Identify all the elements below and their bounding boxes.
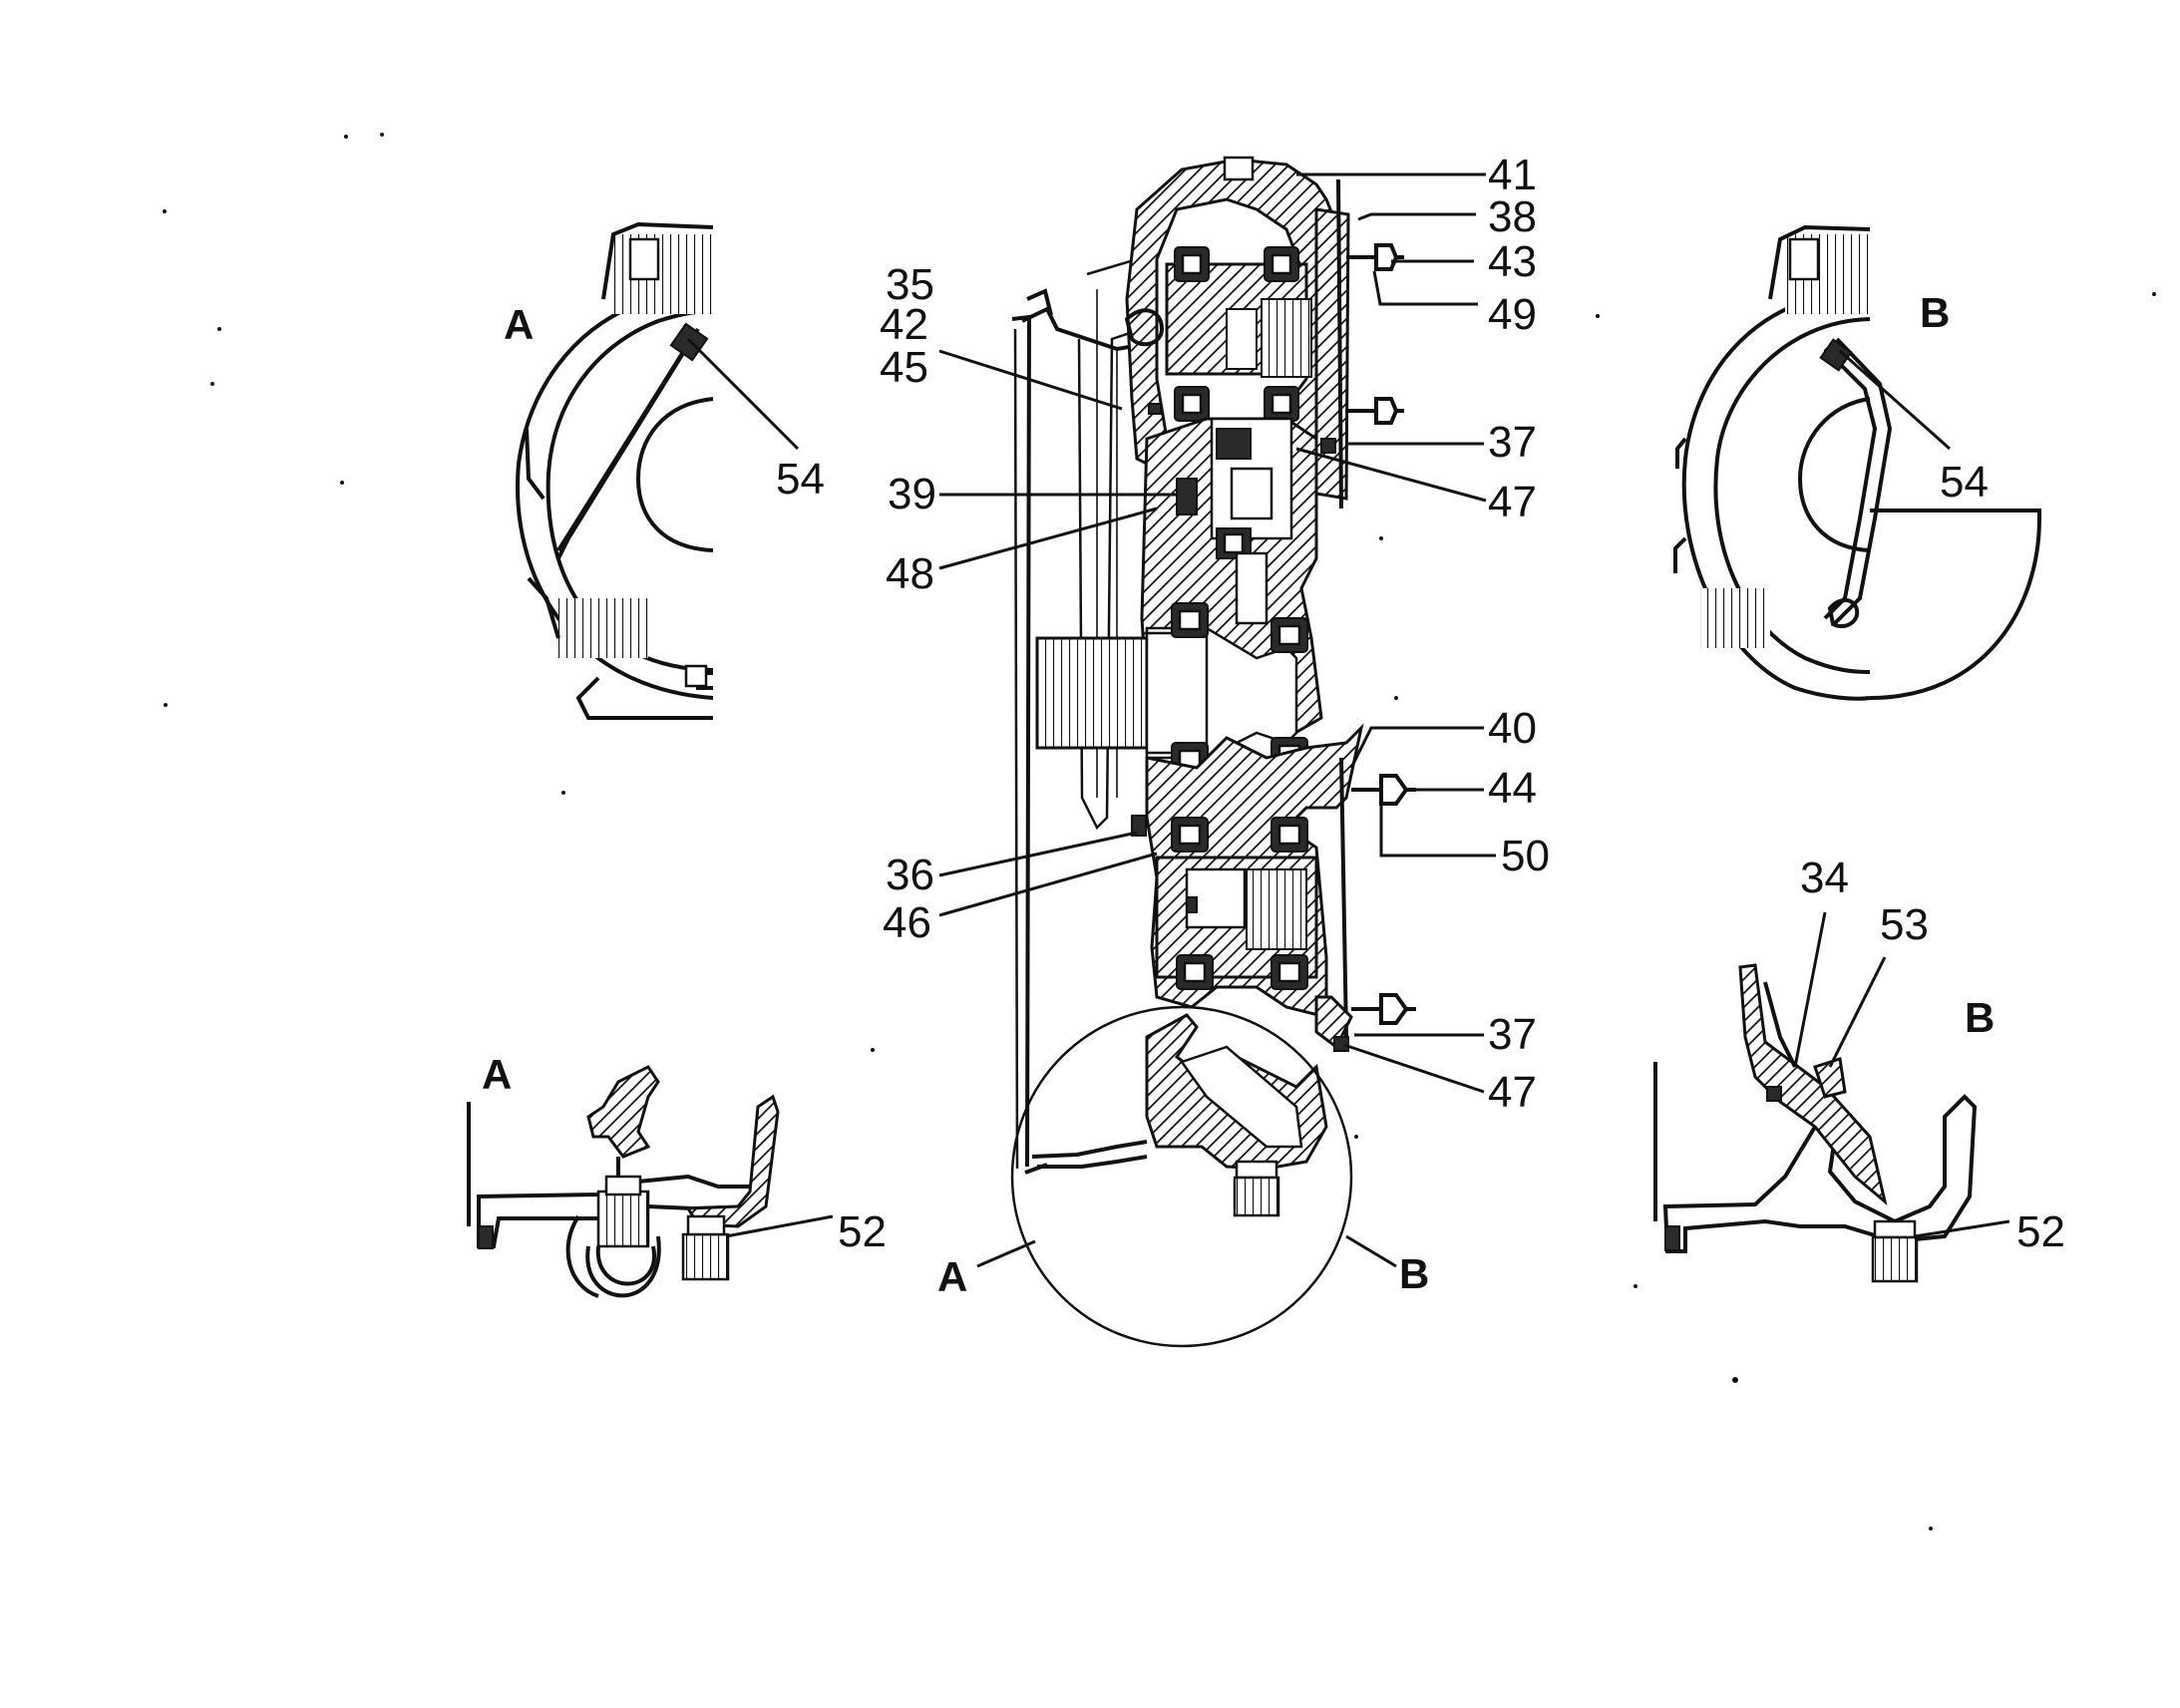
view-a-bottom [467, 1065, 780, 1298]
main-cross-section [1011, 156, 1416, 1217]
label-35: 35 [886, 260, 934, 309]
view-letter-b-top: B [1920, 289, 1950, 336]
view-letters: A B A B A B [482, 289, 1995, 1300]
leader-lines [686, 172, 2010, 1268]
label-41: 41 [1488, 151, 1537, 199]
detail-circle [1010, 1005, 1353, 1348]
label-37-upper: 37 [1488, 418, 1537, 467]
label-46: 46 [883, 898, 931, 947]
view-letter-b-bottom: B [1965, 994, 1995, 1041]
label-40: 40 [1488, 704, 1537, 753]
label-49: 49 [1488, 290, 1537, 339]
label-47-upper: 47 [1488, 478, 1537, 526]
label-42: 42 [880, 300, 928, 349]
view-letter-b-circle: B [1399, 1250, 1429, 1297]
label-39: 39 [888, 470, 936, 518]
label-47-lower: 47 [1488, 1068, 1537, 1117]
label-54-right: 54 [1940, 458, 1989, 507]
label-54-left: 54 [776, 455, 825, 504]
label-45: 45 [880, 343, 928, 392]
label-52-right: 52 [2016, 1207, 2065, 1256]
label-50: 50 [1501, 832, 1550, 880]
label-38: 38 [1488, 192, 1537, 241]
label-48: 48 [886, 549, 934, 598]
label-36: 36 [886, 851, 934, 899]
view-letter-a-bottom: A [482, 1051, 512, 1098]
view-b-top [1673, 224, 2041, 701]
label-43: 43 [1488, 237, 1537, 286]
label-34: 34 [1800, 854, 1849, 902]
view-b-bottom [1653, 963, 1978, 1283]
label-44: 44 [1488, 764, 1537, 813]
label-53: 53 [1880, 900, 1929, 949]
reference-numerals: 41 38 43 49 37 47 40 44 50 37 47 35 42 4… [776, 151, 2065, 1256]
label-37-lower: 37 [1488, 1010, 1537, 1059]
view-letter-a-circle: A [937, 1253, 967, 1300]
view-a-top [516, 221, 714, 720]
label-52-left: 52 [838, 1207, 887, 1256]
view-letter-a-top: A [504, 301, 534, 348]
